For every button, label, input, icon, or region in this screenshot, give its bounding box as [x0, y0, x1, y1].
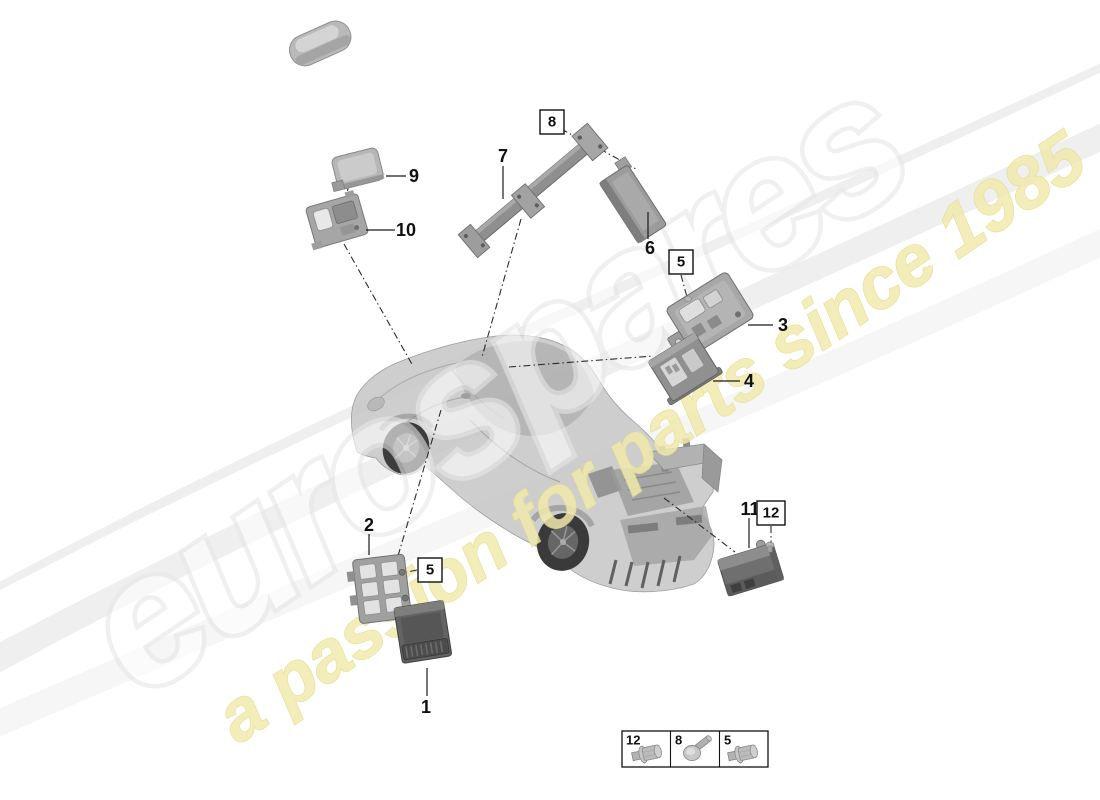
dash-car-to-4 — [508, 355, 654, 368]
callout-4[interactable]: 4 — [744, 371, 754, 391]
car-headlight — [367, 396, 385, 412]
part-2-mounting-frame[interactable] — [345, 553, 412, 625]
callout-labels: 1 2 3 4 6 7 9 10 11 — [364, 146, 788, 717]
rear-wing — [647, 437, 723, 493]
part-11-screw — [765, 541, 775, 553]
car-tail-light-left — [627, 522, 659, 534]
callout-6[interactable]: 6 — [645, 238, 655, 258]
car-greenhouse — [455, 340, 594, 436]
dash-5bottom-to-bolt — [406, 569, 418, 573]
callout-10[interactable]: 10 — [396, 220, 416, 240]
callout-7[interactable]: 7 — [498, 146, 508, 166]
car-mirror — [461, 393, 471, 399]
leader-lines — [366, 166, 773, 696]
key-fob[interactable] — [285, 16, 356, 70]
legend-ref-5: 5 — [724, 733, 731, 748]
part-11-interface-module[interactable] — [715, 537, 784, 597]
part-10-bracket-assembly[interactable] — [300, 189, 369, 251]
car-hood-line — [379, 361, 463, 399]
legend-cell-5[interactable]: 5 — [724, 733, 760, 766]
fastener-callout-5-bottom-text: 5 — [426, 562, 434, 579]
part-3-screw — [684, 295, 692, 303]
car-door-line — [469, 419, 561, 483]
car-diffuser-fins — [608, 555, 682, 589]
car-rear-deck — [610, 462, 694, 516]
part-4-control-unit[interactable] — [645, 331, 724, 406]
dash-car-to-11 — [663, 497, 736, 553]
legend-cell-12[interactable]: 12 — [626, 733, 664, 766]
rear-wheel-arch — [530, 504, 595, 528]
dash-5top-to-3 — [680, 274, 688, 298]
callout-2[interactable]: 2 — [364, 515, 374, 535]
dash-car-to-2 — [397, 409, 442, 557]
callout-11[interactable]: 11 — [740, 499, 759, 519]
fastener-callout-12[interactable]: 12 — [756, 500, 786, 526]
car-deck-vents — [623, 471, 681, 501]
car-cowl-line — [451, 369, 505, 419]
part-9-antenna-module[interactable] — [326, 147, 385, 192]
fastener-legend: 12 8 5 — [621, 730, 769, 768]
front-wheel-arch — [378, 413, 435, 432]
callout-3[interactable]: 3 — [778, 315, 788, 335]
callout-1[interactable]: 1 — [421, 697, 431, 717]
part-6-control-unit[interactable] — [595, 156, 669, 244]
legend-ref-12: 12 — [626, 733, 640, 748]
front-wheel — [382, 422, 430, 474]
callout-9[interactable]: 9 — [409, 166, 419, 186]
part-7-mounting-bracket[interactable] — [457, 122, 609, 259]
car-silhouette — [350, 334, 723, 593]
dash-bracket-to-car — [481, 218, 522, 358]
fastener-callout-8[interactable]: 8 — [539, 109, 565, 135]
fastener-callout-12-text: 12 — [763, 505, 780, 522]
legend-cell-8[interactable]: 8 — [675, 733, 713, 761]
fastener-callout-5-bottom[interactable]: 5 — [417, 557, 443, 583]
legend-ref-8: 8 — [675, 733, 682, 748]
part-1-control-unit[interactable] — [393, 600, 452, 664]
dash-10-to-car — [343, 243, 414, 367]
fastener-callout-8-text: 8 — [548, 114, 556, 131]
fastener-callout-5-top-text: 5 — [677, 254, 685, 271]
rear-wheel — [536, 513, 590, 571]
fastener-callout-5-top[interactable]: 5 — [668, 249, 694, 275]
